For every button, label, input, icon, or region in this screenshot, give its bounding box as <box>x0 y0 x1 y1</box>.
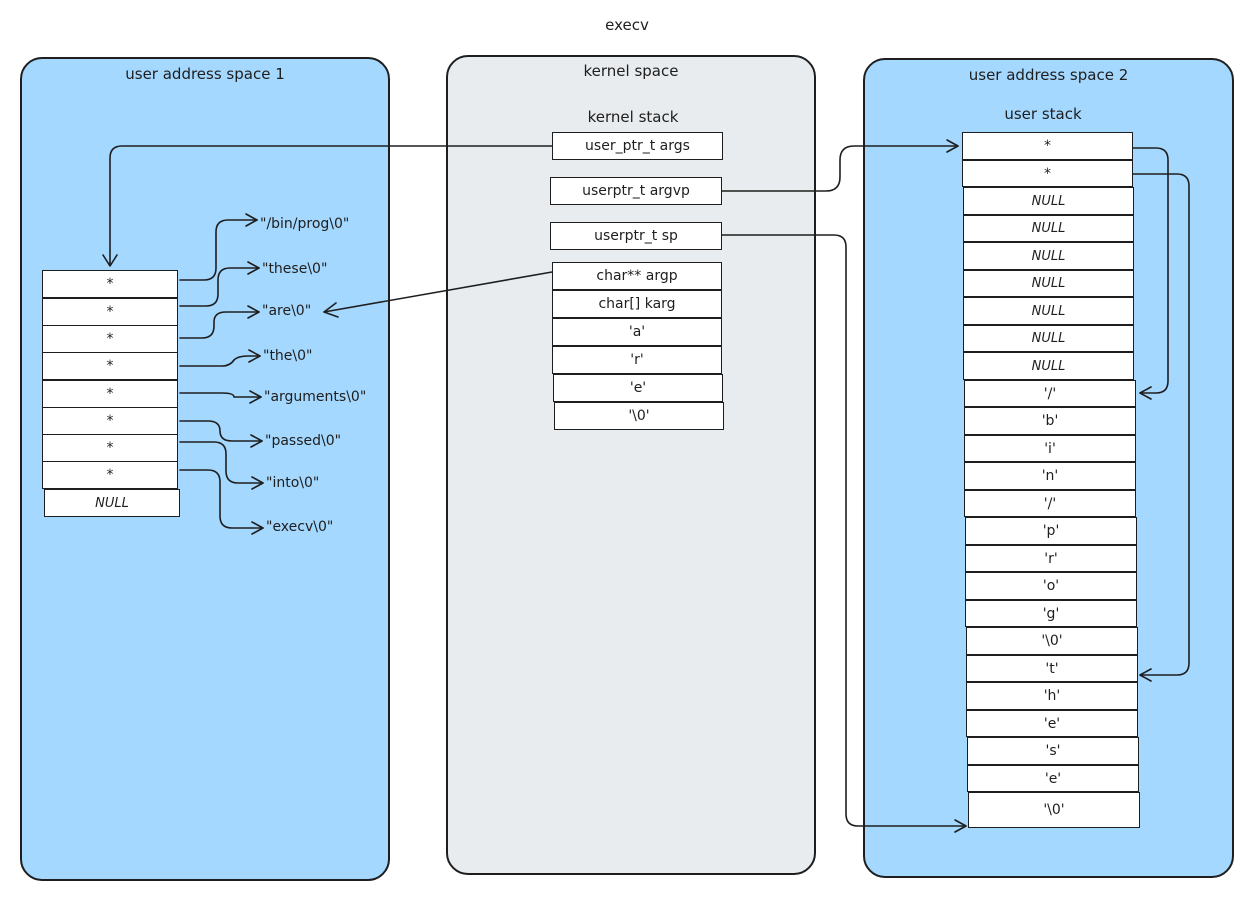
panel-title-user1: user address space 1 <box>125 65 285 83</box>
argv-pointer-cell: * <box>42 434 178 462</box>
argv-pointer-cell: * <box>42 380 178 408</box>
user-stack-cell: NULL <box>963 270 1134 297</box>
user-stack-label: user stack <box>1004 105 1082 123</box>
user-stack-cell: 'e' <box>966 710 1138 737</box>
argv-pointer-cell: * <box>42 352 178 380</box>
panel-title-user2: user address space 2 <box>968 66 1129 84</box>
argument-string: "these\0" <box>262 261 328 277</box>
argv-pointer-cell: * <box>42 407 178 435</box>
user-stack-cell: NULL <box>963 352 1134 380</box>
argument-string: "arguments\0" <box>264 389 367 405</box>
user-stack-cell: 'r' <box>965 545 1137 572</box>
panel-title-kernel: kernel space <box>583 62 679 80</box>
argv-pointer-cell: * <box>42 270 178 298</box>
argument-string: "the\0" <box>263 348 313 364</box>
user-stack-cell: NULL <box>963 215 1134 242</box>
user-stack-cell: '\0' <box>966 627 1138 655</box>
argv-pointer-cell: * <box>42 461 178 489</box>
user-stack-cell: * <box>962 132 1133 160</box>
argument-string: "/bin/prog\0" <box>260 216 350 232</box>
kernel-stack-label: kernel stack <box>587 108 679 126</box>
kernel-stack-item: char[] karg <box>552 290 722 318</box>
kernel-stack-item: '\0' <box>554 402 724 430</box>
user-stack-cell: 'b' <box>964 407 1136 435</box>
kernel-stack-item: 'e' <box>553 374 723 402</box>
argv-null-cell: NULL <box>44 489 180 517</box>
kernel-sp-box: userptr_t sp <box>550 222 722 250</box>
kernel-args-box: user_ptr_t args <box>552 132 723 160</box>
argument-string: "passed\0" <box>265 433 342 449</box>
user-stack-cell: * <box>962 160 1133 187</box>
user-stack-cell: 'h' <box>966 682 1138 710</box>
argv-pointer-cell: * <box>42 298 178 326</box>
kernel-stack-item: 'r' <box>552 346 722 374</box>
user-stack-cell: 's' <box>967 737 1139 765</box>
user-stack-cell: 'n' <box>964 462 1136 490</box>
user-stack-cell: '/' <box>964 490 1136 517</box>
user-stack-cell: '/' <box>964 380 1136 407</box>
diagram-title: execv <box>605 16 649 34</box>
argument-string: "execv\0" <box>266 519 334 535</box>
argument-string: "into\0" <box>266 475 320 491</box>
user-stack-cell: NULL <box>963 297 1134 325</box>
user-stack-cell: 'e' <box>967 765 1139 792</box>
argv-pointer-cell: * <box>42 325 178 353</box>
kernel-stack-item: char** argp <box>552 262 722 290</box>
user-stack-cell: NULL <box>963 187 1134 215</box>
user-stack-cell: 't' <box>966 655 1138 682</box>
user-stack-cell: 'o' <box>965 572 1137 600</box>
kernel-argvp-box: userptr_t argvp <box>550 177 722 205</box>
user-stack-cell: NULL <box>963 242 1134 270</box>
user-stack-cell: 'g' <box>965 600 1137 627</box>
argument-string: "are\0" <box>262 303 312 319</box>
user-stack-cell: 'i' <box>964 435 1136 462</box>
kernel-stack-item: 'a' <box>552 318 722 346</box>
user-stack-cell: 'p' <box>965 517 1137 545</box>
user-stack-cell: NULL <box>963 325 1134 352</box>
user-stack-cell: '\0' <box>968 792 1140 828</box>
